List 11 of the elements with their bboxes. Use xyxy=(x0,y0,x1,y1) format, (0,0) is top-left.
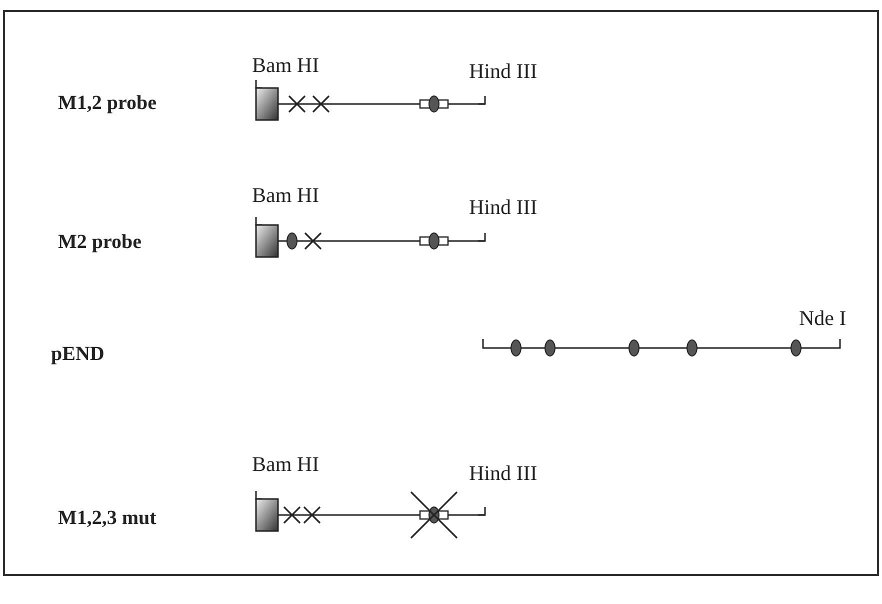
construct-name: pEND xyxy=(51,342,104,367)
construct-name: M2 probe xyxy=(58,230,142,255)
restriction-site-label: Hind III xyxy=(469,58,538,85)
restriction-site-label: Nde I xyxy=(799,305,846,332)
restriction-site-label: Bam HI xyxy=(252,52,320,79)
construct-name: M1,2,3 mut xyxy=(58,506,156,531)
restriction-site-label: Bam HI xyxy=(252,182,320,209)
restriction-site-label: Bam HI xyxy=(252,451,320,478)
restriction-site-label: Hind III xyxy=(469,194,538,221)
construct-name: M1,2 probe xyxy=(58,91,157,116)
restriction-site-label: Hind III xyxy=(469,460,538,487)
